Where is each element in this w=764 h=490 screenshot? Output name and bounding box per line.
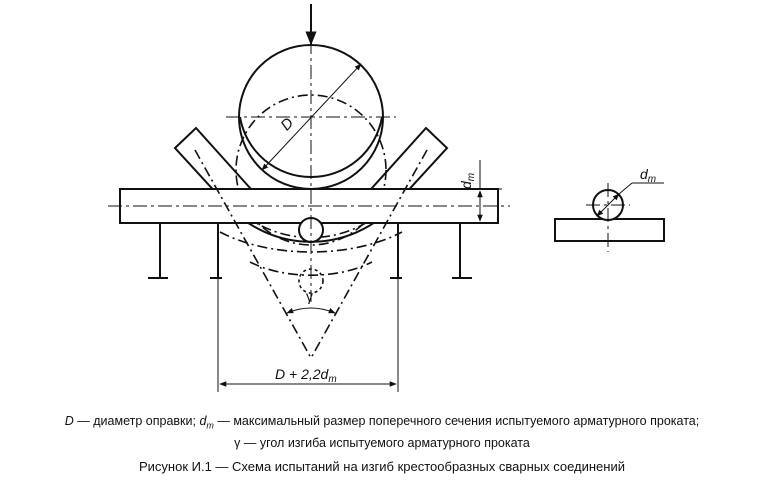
mandrel-dashed-position xyxy=(235,94,387,246)
left-support xyxy=(148,223,222,279)
right-support xyxy=(390,223,472,279)
label-dm: dm xyxy=(458,173,477,189)
label-width: D + 2,2dm xyxy=(275,366,337,385)
legend-line-1: D — диаметр оправки; dm — максимальный р… xyxy=(64,414,700,431)
gamma-angle-lines xyxy=(194,149,428,359)
bend-test-diagram: D dm γ D + 2,2dm dm xyxy=(108,4,665,392)
label-gamma: γ xyxy=(306,288,313,304)
width-dimension xyxy=(217,278,399,392)
diameter-dimension xyxy=(261,63,362,171)
legend: D — диаметр оправки; dm — максимальный р… xyxy=(0,413,764,452)
cross-bar-circle xyxy=(298,217,324,294)
figure-caption: Рисунок И.1 — Схема испытаний на изгиб к… xyxy=(138,459,625,474)
dm-dimension xyxy=(477,160,502,222)
legend-line-2: γ — угол изгиба испытуемого арматурного … xyxy=(234,435,530,450)
detail-view xyxy=(554,182,665,252)
label-dm-detail: dm xyxy=(640,166,656,185)
